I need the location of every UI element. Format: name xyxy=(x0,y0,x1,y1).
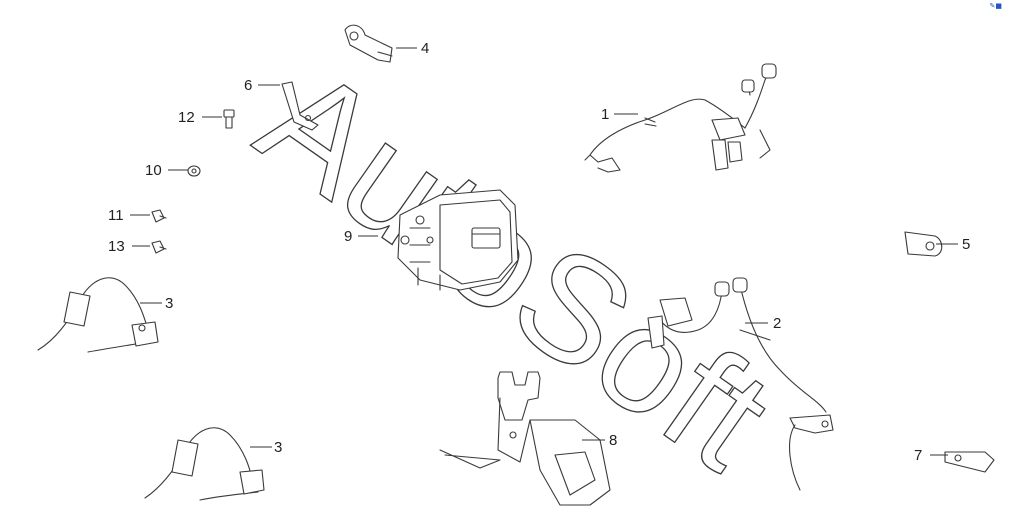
callout-4: 4 xyxy=(421,40,429,57)
callout-9: 9 xyxy=(344,228,352,245)
part-8-mount-bracket[interactable] xyxy=(439,371,611,506)
part-12-screw[interactable] xyxy=(223,109,235,129)
part-7-bracket[interactable] xyxy=(944,451,995,473)
callout-1: 1 xyxy=(601,106,609,123)
part-2-harness[interactable] xyxy=(647,277,834,491)
part-1-harness[interactable] xyxy=(584,63,777,173)
callout-10: 10 xyxy=(145,162,162,179)
part-6-bracket[interactable] xyxy=(281,81,319,131)
callout-11: 11 xyxy=(108,207,124,224)
part-4-bracket[interactable] xyxy=(344,24,393,63)
callout-3-lower: 3 xyxy=(274,439,282,456)
svg-text:AutoSoft: AutoSoft xyxy=(232,34,800,502)
part-11-bolt[interactable] xyxy=(151,209,167,223)
part-13-bolt[interactable] xyxy=(151,240,167,254)
callout-12: 12 xyxy=(178,109,195,126)
part-3-harness-upper[interactable] xyxy=(37,277,159,353)
watermark-text: AutoSoft xyxy=(231,33,800,502)
callout-7: 7 xyxy=(914,447,922,464)
part-5-bracket[interactable] xyxy=(904,231,943,257)
callout-2: 2 xyxy=(773,315,781,332)
callout-13: 13 xyxy=(108,238,125,255)
callout-3-upper: 3 xyxy=(165,295,173,312)
part-9-abs-unit[interactable] xyxy=(397,189,519,291)
callout-6: 6 xyxy=(244,77,252,94)
callout-8: 8 xyxy=(609,432,617,449)
part-3-harness-lower[interactable] xyxy=(144,427,265,501)
corner-logo-icon: ✎■ xyxy=(989,2,1002,10)
leader-lines xyxy=(130,47,958,456)
callout-5: 5 xyxy=(962,236,970,253)
part-10-nut[interactable] xyxy=(187,165,201,177)
